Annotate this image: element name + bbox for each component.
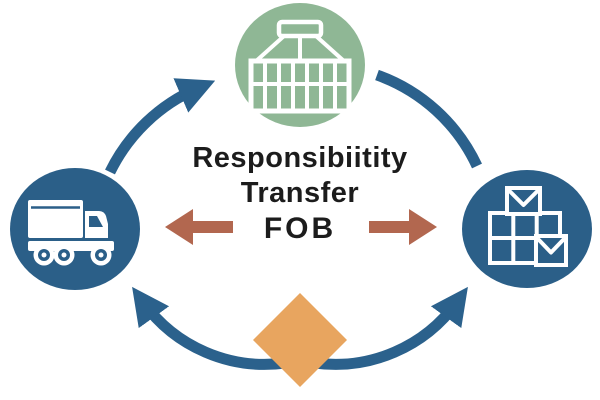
truck-wheels [33, 244, 112, 266]
cycle-arcs [105, 69, 482, 370]
transfer-arrow-left-icon [165, 209, 233, 245]
arc-bottom-to-right [314, 286, 468, 370]
crane-cables [253, 34, 347, 64]
truck-cargo-box [28, 200, 83, 238]
container-crane-icon [248, 19, 352, 114]
node-truck [10, 168, 140, 290]
container-corrugation [251, 61, 349, 111]
container-circle [235, 3, 365, 127]
truck-icon [28, 200, 114, 266]
arc-top-to-right [375, 69, 482, 169]
transfer-arrow-right-icon [369, 209, 437, 245]
diamond-shape [253, 293, 347, 387]
caption-responsibility: Responsibiitity [192, 142, 408, 174]
arc-left-to-top [105, 78, 216, 175]
cargo-boxes-icon [488, 186, 568, 267]
caption-fob: FOB [263, 212, 337, 245]
caption-transfer: Transfer [240, 177, 360, 209]
top-box-flap [508, 189, 539, 207]
node-cargo-boxes [462, 170, 592, 288]
node-container-crane [235, 3, 365, 127]
center-caption: Responsibiitity Transfer FOB [0, 140, 600, 247]
corner-box-flap [537, 238, 565, 255]
truck-cab-window [89, 216, 103, 227]
arc-bottom-to-left [132, 286, 286, 370]
